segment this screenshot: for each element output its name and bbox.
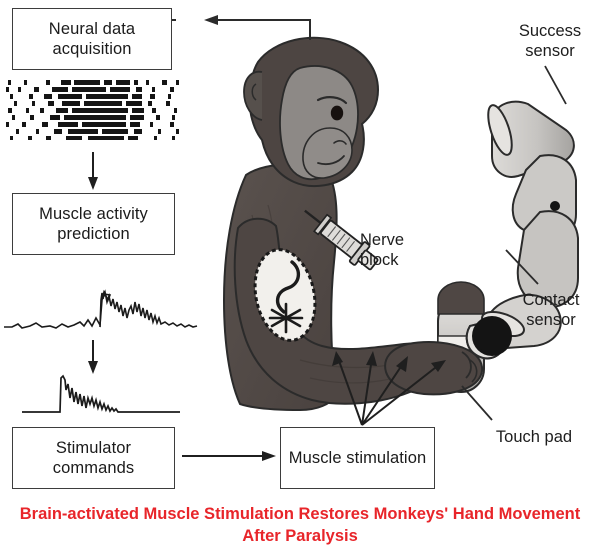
arrow-raster-to-prediction [88,152,98,190]
arrow-stimulator-to-musclestim [182,451,276,461]
arrow-musclestim-to-forearm [332,351,446,426]
neural-spike-raster [6,80,179,140]
label-leader-lines [461,65,567,421]
annotation-touch-pad: Touch pad [495,428,573,446]
flow-box-stimulator-commands-label: Stimulator commands [52,438,135,477]
flow-box-neural-data-acquisition-label: Neural data acquisition [48,19,136,58]
annotation-nerve-block: Nerve block [360,231,405,269]
annotation-success-sensor: Success sensor [518,22,582,60]
flow-box-muscle-stimulation: Muscle stimulation [280,427,435,489]
monkey-torso [222,163,338,412]
annotation-contact-sensor: Contact sensor [522,291,580,329]
arrow-emg-to-command [88,340,98,374]
flow-box-muscle-activity-prediction: Muscle activity prediction [12,193,175,255]
flow-box-muscle-stimulation-label: Muscle stimulation [288,448,427,467]
stimulator-command-trace [22,374,180,413]
figure-caption: Brain-activated Muscle Stimulation Resto… [19,505,581,545]
touch-pad-cylinder [437,281,485,393]
implanted-electrode-patch [253,248,317,342]
predicted-emg-trace [4,289,198,329]
flow-box-stimulator-commands: Stimulator commands [12,427,175,489]
monkey-hand [384,341,484,396]
monkey-head [243,36,380,188]
flow-box-neural-data-acquisition: Neural data acquisition [12,8,172,70]
diagram-stage: Neural data acquisition Muscle activity … [4,8,582,489]
flow-box-muscle-activity-prediction-label: Muscle activity prediction [39,204,148,243]
